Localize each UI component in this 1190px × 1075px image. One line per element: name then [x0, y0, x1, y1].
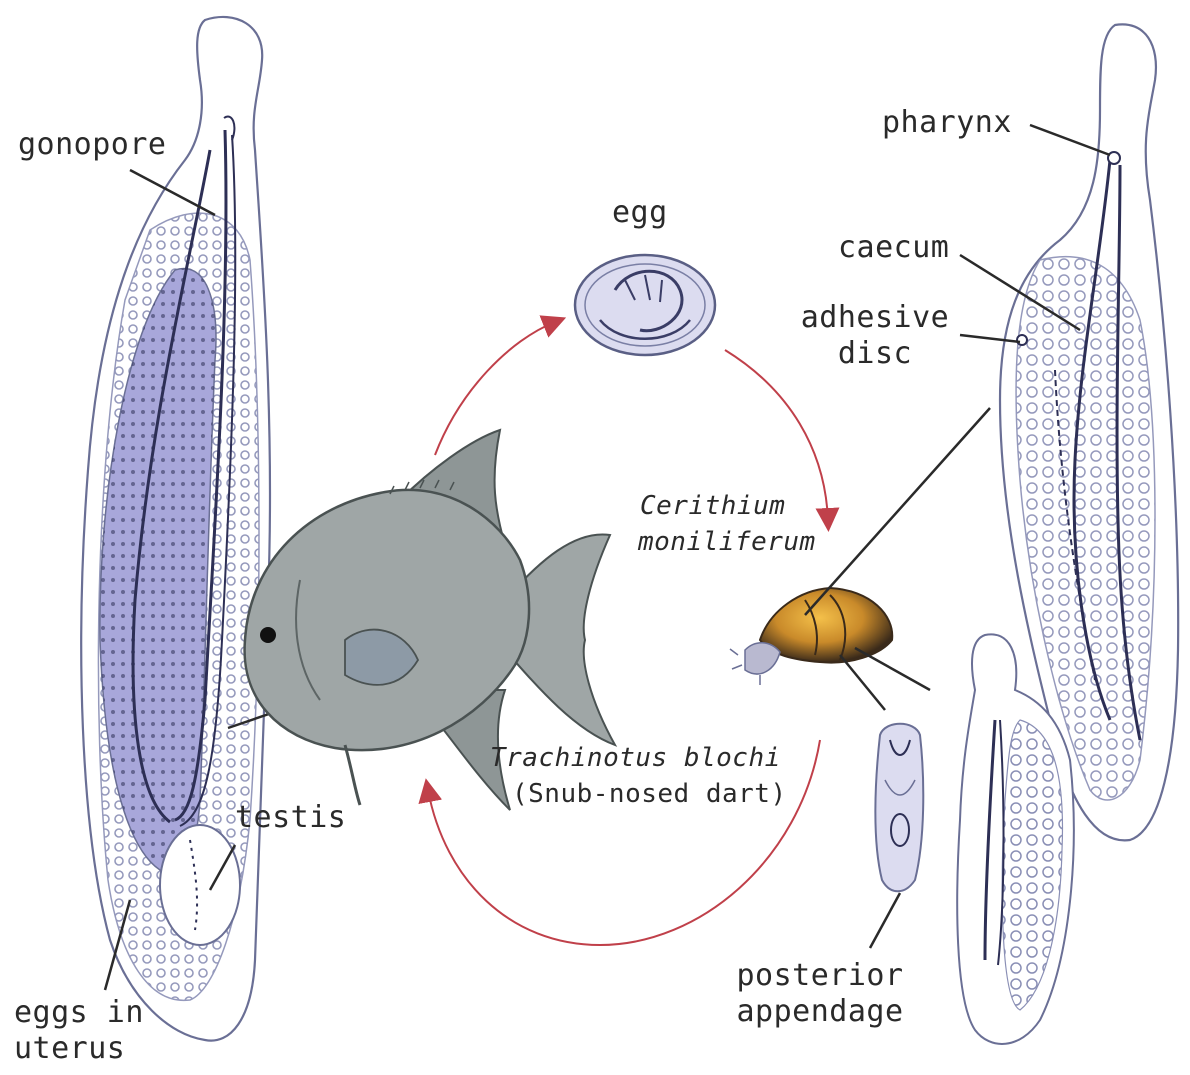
label-caecum: caecum: [838, 230, 949, 266]
posterior-pointer-line: [870, 893, 900, 948]
label-adhesive-disc-line2: disc: [800, 336, 950, 372]
label-posterior-line2: appendage: [730, 994, 910, 1030]
label-snail-line1: Cerithium: [640, 488, 816, 524]
label-adhesive-disc-line1: adhesive: [800, 300, 950, 336]
label-fish-line2: (Snub-nosed dart): [512, 776, 787, 812]
snail-host-illustration: [730, 588, 892, 685]
label-adhesive-disc: adhesive disc: [800, 300, 950, 372]
label-gonopore: gonopore: [18, 127, 167, 163]
label-snail-species: Cerithium moniliferum: [640, 488, 816, 560]
pointer-lines-snail: [805, 408, 990, 710]
label-posterior-line1: posterior: [730, 958, 910, 994]
label-testis: testis: [235, 800, 346, 836]
posterior-appendage-illustration: [875, 724, 923, 892]
egg-illustration: [575, 255, 715, 355]
adult-worm-left: [81, 17, 270, 1041]
label-posterior-appendage: posterior appendage: [730, 958, 910, 1030]
label-fish-line1: Trachinotus blochi: [490, 740, 787, 776]
label-fish-species: Trachinotus blochi (Snub-nosed dart): [490, 740, 787, 812]
label-eggs-line1: eggs in: [14, 995, 144, 1031]
label-eggs-line2: uterus: [14, 1031, 144, 1067]
label-snail-line2: moniliferum: [638, 524, 816, 560]
label-egg: egg: [612, 195, 668, 231]
label-eggs-in-uterus: eggs in uterus: [14, 995, 144, 1067]
label-pharynx: pharynx: [882, 105, 1012, 141]
